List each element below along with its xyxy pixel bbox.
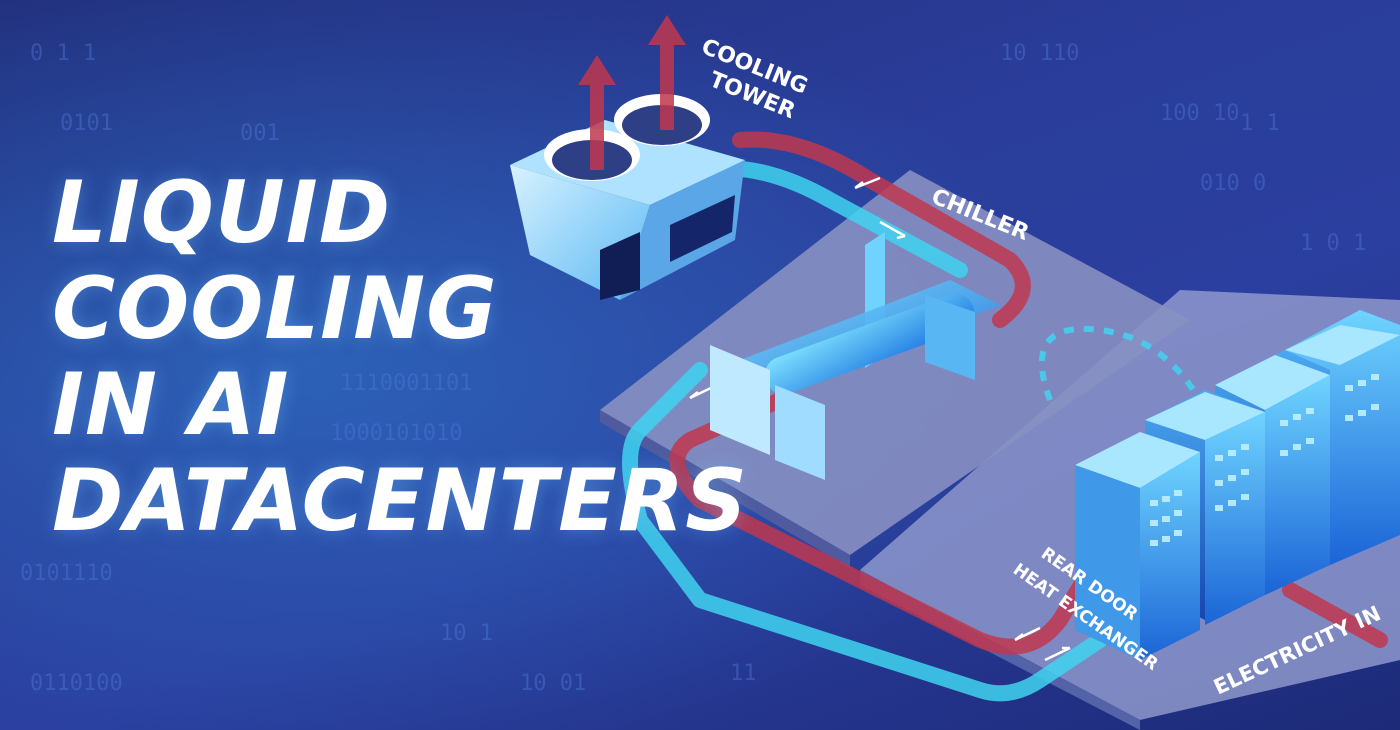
chiller-platform-edge (600, 410, 850, 568)
binary-text: 1 0 1 (1300, 231, 1366, 256)
binary-background: 0 1 1 10 110 1 1 0101 100 10 010 0 01101… (20, 41, 1366, 696)
binary-text: 0 1 1 (30, 41, 96, 66)
coolant-flow-dotted (1038, 325, 1233, 471)
binary-text: 1110001101 (340, 371, 472, 396)
binary-text: 0101 (60, 111, 113, 136)
binary-text: 0110100 (30, 671, 123, 696)
exhaust-arrows (578, 15, 686, 170)
headline-line-1: LIQUID (52, 163, 392, 263)
chiller-platform (600, 170, 1190, 555)
cooling-tower (510, 94, 745, 300)
binary-text: 11 (730, 661, 757, 686)
headline-line-2: COOLING (52, 259, 498, 359)
headline-line-4: DATACENTERS (52, 451, 749, 551)
binary-text: 1 1 (1240, 111, 1280, 136)
binary-text: 10 1 (440, 621, 493, 646)
server-racks (1075, 310, 1400, 660)
binary-text: 10 110 (1000, 41, 1079, 66)
binary-text: 0101110 (20, 561, 113, 586)
binary-text: 1000101010 (330, 421, 462, 446)
binary-text: 001 (240, 121, 280, 146)
headline-line-3: IN AI (52, 355, 290, 455)
chiller-unit (710, 232, 1000, 480)
binary-text: 100 10 (1160, 101, 1239, 126)
binary-text: 10 01 (520, 671, 586, 696)
warm-pipe (669, 131, 1388, 655)
headline: LIQUID COOLING IN AI DATACENTERS (52, 165, 748, 549)
binary-text: 010 0 (1200, 171, 1266, 196)
